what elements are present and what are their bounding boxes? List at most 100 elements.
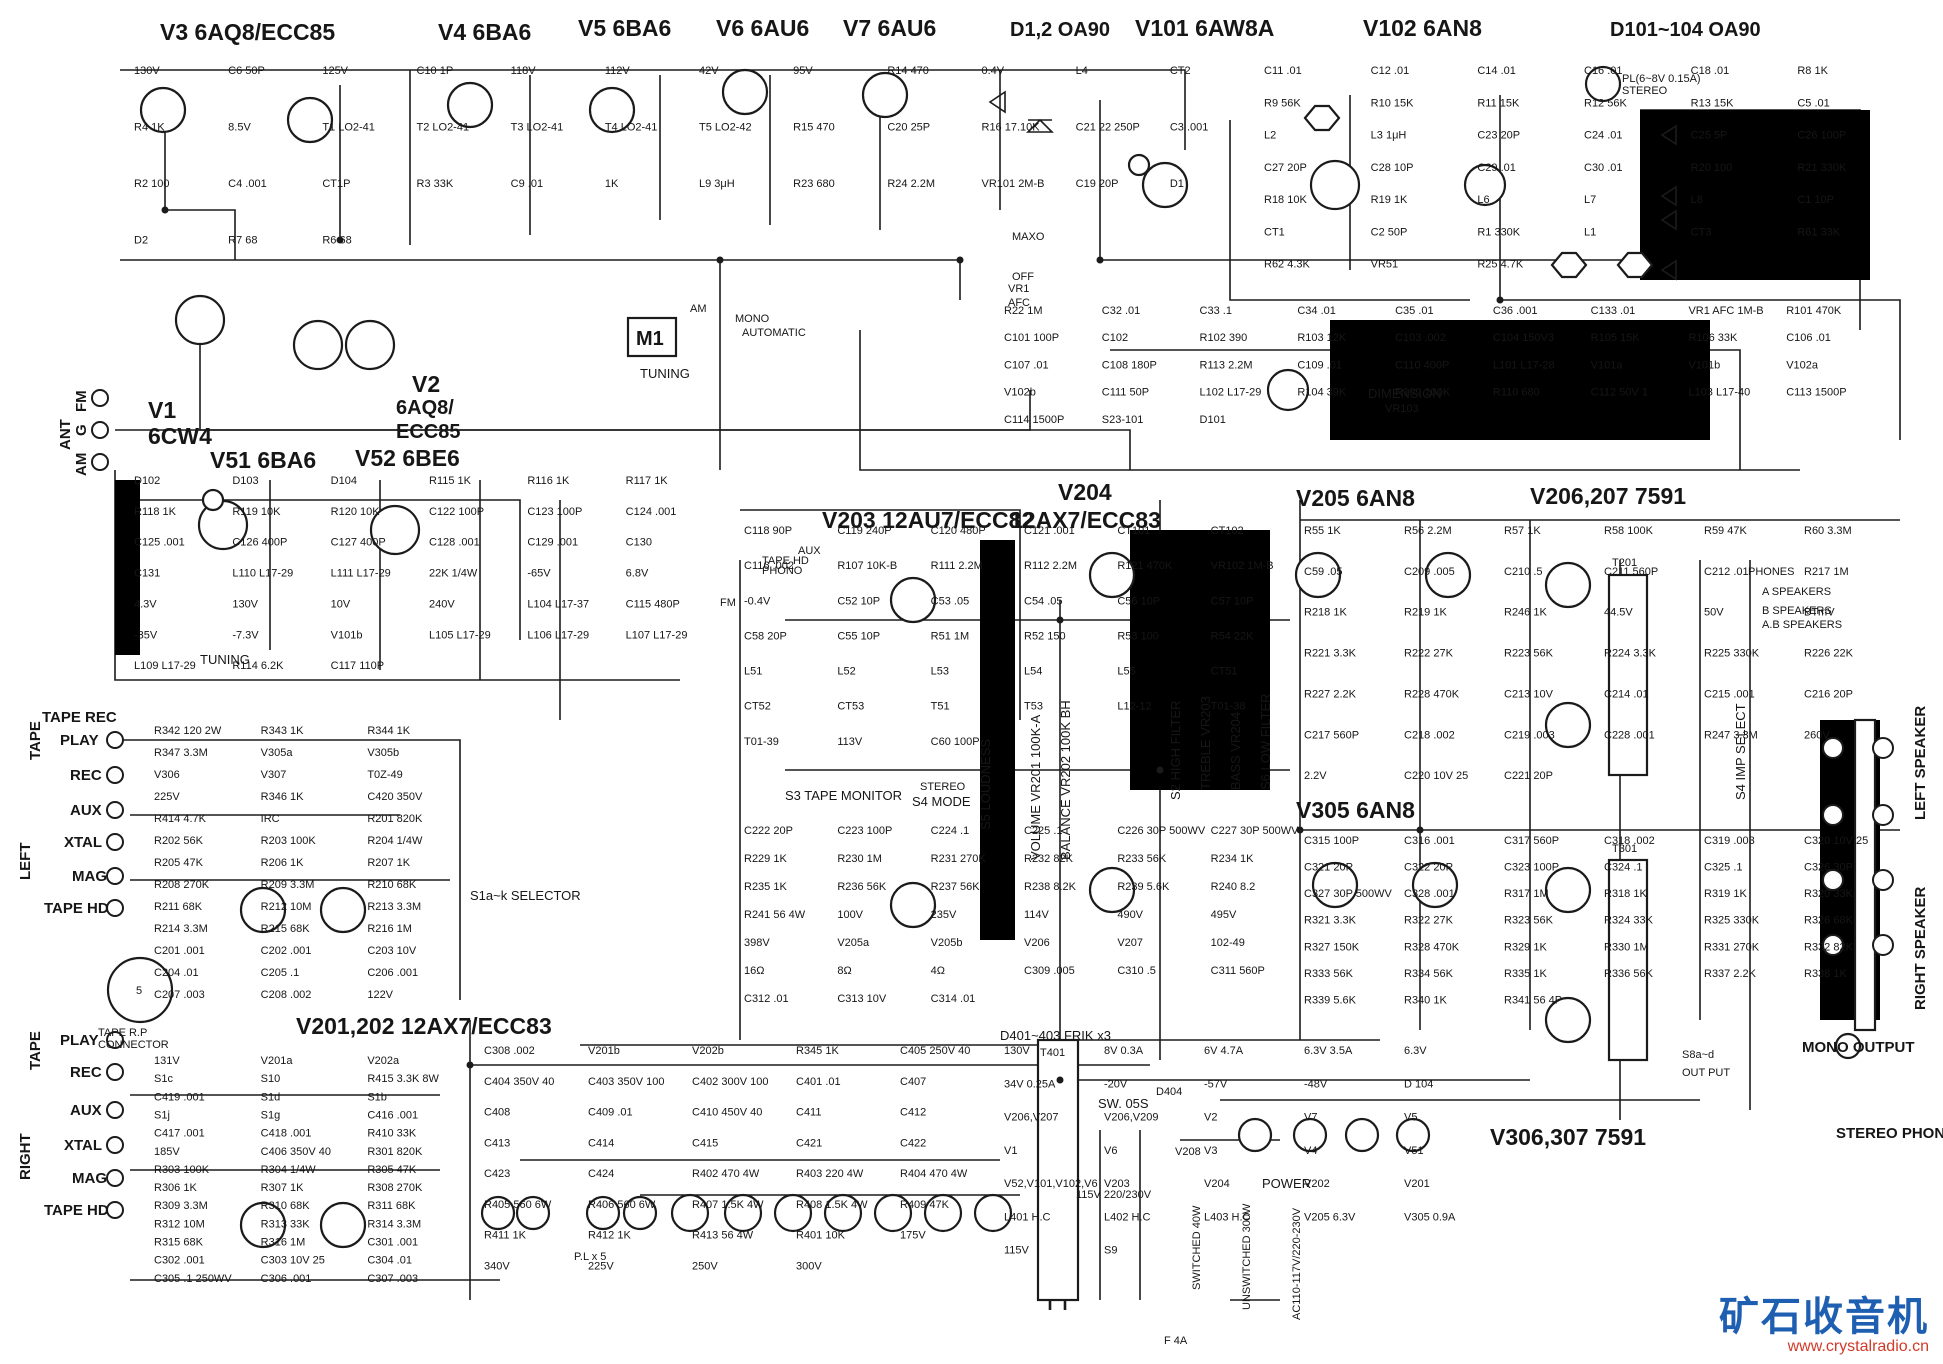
component-value: V5: [1404, 1112, 1417, 1124]
power-labels: D401~403 FRIK x3 T401 SW. 05S D404 V208 …: [574, 1028, 1311, 1347]
left-speaker-label: LEFT SPEAKER: [1912, 706, 1929, 820]
component-value: C58 20P: [744, 630, 787, 642]
component-value: C220 10V 25: [1404, 770, 1468, 782]
component-value: C124 .001: [626, 506, 677, 518]
component-value: C32 .01: [1102, 305, 1141, 317]
component-value: R111 2.2M: [931, 560, 983, 572]
component-value: R213 3.3M: [367, 901, 421, 913]
component-value: C56 10P: [1117, 595, 1160, 607]
component-value: R307 1K: [261, 1182, 304, 1194]
component-value: C16 .01: [1584, 65, 1623, 77]
component-value: C228 .001: [1604, 729, 1655, 741]
input-side-right: RIGHT: [17, 1133, 34, 1180]
component-value: C224 .1: [931, 825, 970, 837]
component-value: D104: [331, 475, 357, 487]
stereo-phones-label: STEREO PHONES: [1836, 1125, 1943, 1142]
component-value: R228 470K: [1404, 688, 1460, 700]
component-value: 95V: [793, 65, 813, 77]
input-play-right: PLAY: [60, 1032, 99, 1049]
component-value: C412: [900, 1107, 926, 1119]
component-value: C327 30P 500WV: [1304, 888, 1393, 900]
component-value: L7: [1584, 194, 1596, 206]
component-value: C405 250V 40: [900, 1045, 970, 1057]
component-value: C213 10V: [1504, 688, 1554, 700]
component-value: C10 1P: [417, 65, 454, 77]
component-value: R206 1K: [261, 857, 304, 869]
component-value: C216 20P: [1804, 688, 1853, 700]
component-value: R304 1/4W: [261, 1164, 317, 1176]
tape-connector: TAPE R.P CONNECTOR 5: [98, 985, 169, 1051]
component-value: R339 5.6K: [1304, 994, 1357, 1006]
component-value: L403 H.C: [1204, 1211, 1251, 1223]
component-value: R24 2.2M: [887, 178, 935, 190]
component-value: L6: [1477, 194, 1489, 206]
loudness-label: S5 LOUDNESS: [978, 739, 993, 830]
component-value: C101 100P: [1004, 332, 1059, 344]
component-value: C202 .001: [261, 945, 312, 957]
component-value: 118V: [511, 65, 537, 77]
input-mag-left: MAG: [72, 868, 107, 885]
component-value: CT1: [1264, 226, 1285, 238]
component-value: 495V: [1211, 909, 1237, 921]
component-value: 2.2V: [1304, 770, 1327, 782]
component-value: L107 L17-29: [626, 629, 688, 641]
component-value: C26 100P: [1797, 130, 1846, 142]
component-value: V52,V101,V102,V6: [1004, 1178, 1098, 1190]
component-value: R340 1K: [1404, 994, 1447, 1006]
component-value: 235V: [931, 909, 957, 921]
component-value: C302 .001: [154, 1255, 205, 1267]
component-value: R346 1K: [261, 791, 304, 803]
component-value: VR102 1M-B: [1211, 560, 1274, 572]
component-value: L54: [1024, 666, 1042, 678]
component-value: R315 68K: [154, 1237, 204, 1249]
component-value: CT51: [1211, 666, 1238, 678]
component-value: T53: [1024, 701, 1043, 713]
am-label: AM: [690, 303, 707, 315]
component-value: R401 10K: [796, 1230, 846, 1242]
component-value: R225 330K: [1704, 648, 1760, 660]
component-value: R306 1K: [154, 1182, 197, 1194]
component-value: R232 82K: [1024, 853, 1074, 865]
component-value: R317 1M: [1504, 888, 1549, 900]
component-value: C2 50P: [1371, 226, 1408, 238]
component-value: V202b: [692, 1045, 724, 1057]
component-value: R118 1K: [134, 506, 177, 518]
input-tape-hd-left: TAPE HD: [44, 900, 109, 917]
component-value: R115 1K: [429, 475, 472, 487]
component-value: V102b: [1004, 387, 1036, 399]
component-value: R15 470: [793, 122, 835, 134]
component-value: C55 10P: [837, 630, 880, 642]
component-value: R240 8.2: [1211, 881, 1256, 893]
component-value: S1b: [367, 1091, 387, 1103]
component-value: S1j: [154, 1109, 170, 1121]
component-value: C211 560P: [1604, 566, 1658, 578]
component-value: C313 10V: [837, 993, 887, 1005]
component-value: V205b: [931, 937, 963, 949]
component-value: R347 3.3M: [154, 747, 208, 759]
label-v2: V2: [412, 371, 440, 397]
component-value: R221 3.3K: [1304, 648, 1357, 660]
component-value: S10: [261, 1073, 281, 1085]
b-speakers-label: B SPEAKERS: [1762, 605, 1832, 617]
treble-label: TREBLE VR203: [1198, 696, 1213, 790]
component-value: 130V: [1004, 1045, 1030, 1057]
component-value: R205 47K: [154, 857, 204, 869]
pilot-stereo-label: STEREO: [1622, 85, 1668, 97]
component-value: C133 .01: [1591, 305, 1636, 317]
component-value: T2 LO2-41: [417, 122, 470, 134]
component-value: R59 47K: [1704, 525, 1747, 537]
label-v201: V201,202 12AX7/ECC83: [296, 1013, 552, 1039]
input-tape-rec-left: TAPE REC: [42, 709, 117, 726]
component-value: R62 4.3K: [1264, 259, 1311, 271]
component-value: C131: [134, 568, 160, 580]
component-value: C114 1500P: [1004, 414, 1064, 426]
maxo-label: MAXO: [1012, 231, 1045, 243]
component-value: C307 .003: [367, 1273, 418, 1285]
component-value: R25 4.7K: [1477, 259, 1524, 271]
component-value: CT3: [1691, 226, 1712, 238]
component-value: 225V: [588, 1260, 614, 1272]
component-value: R214 3.3M: [154, 923, 208, 935]
component-value: R237 56K: [931, 881, 981, 893]
component-value: C420 350V: [367, 791, 423, 803]
component-value: R320 33K: [1804, 888, 1854, 900]
